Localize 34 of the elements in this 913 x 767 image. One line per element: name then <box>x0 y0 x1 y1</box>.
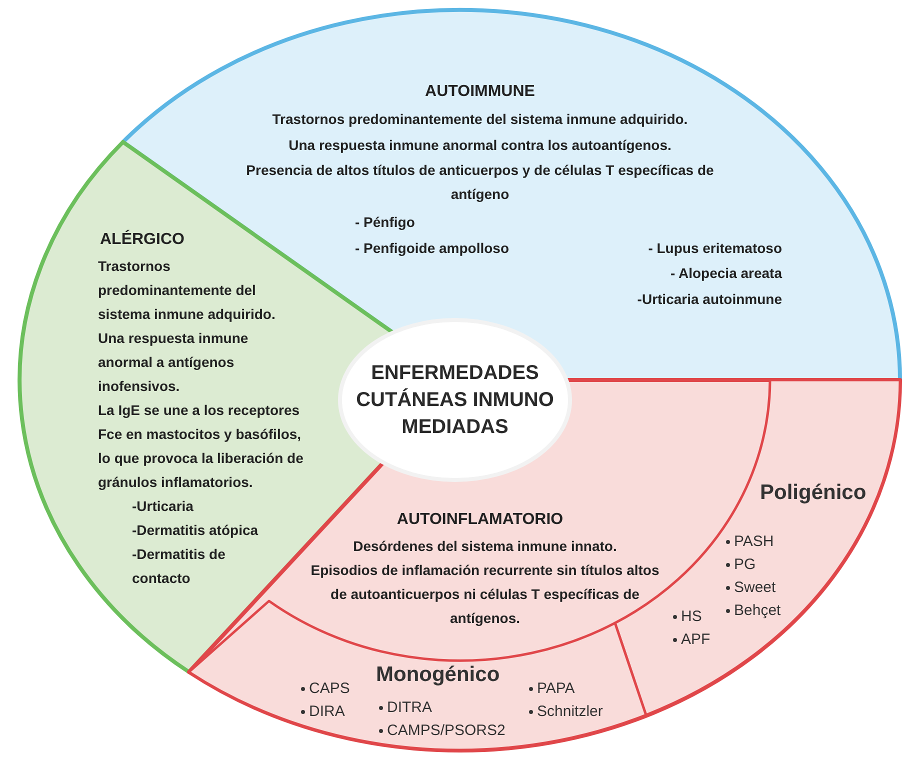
list-item: PAPA <box>528 677 575 700</box>
heading: Poligénico <box>760 480 868 506</box>
heading: AUTOINFLAMATORIO <box>396 510 564 530</box>
list-item: Schnitzler <box>528 700 603 723</box>
description-text: Presencia de altos títulos de anticuerpos y de células T específicas de antígeno <box>245 161 715 204</box>
description-text: -Dermatitis de contacto <box>132 545 226 588</box>
list-item: DIRA <box>300 700 345 723</box>
description-text: - Alopecia areata <box>669 264 782 283</box>
list-item: HS <box>672 605 702 628</box>
list-item: Sweet <box>725 576 776 599</box>
description-text: Trastornos predominantemente del sistema inmune adquirido. <box>271 110 689 129</box>
list-item: PASH <box>725 530 774 553</box>
list-item: CAMPS/PSORS2 <box>378 719 506 742</box>
heading: ALÉRGICO <box>100 228 186 250</box>
description-text: Una respuesta inmune anormal a antígenos inofensivos. <box>98 329 250 396</box>
description-text: Una respuesta inmune anormal contra los autoantígenos. <box>288 136 672 155</box>
description-text: La IgE se une a los receptores Fce en mastocitos y basófilos, lo que provoca la liberación de gránulos inflamatorios. <box>98 401 304 492</box>
heading: AUTOIMMUNE <box>424 82 536 102</box>
heading: Monogénico <box>376 662 501 688</box>
description-text: Desórdenes del sistema inmune innato. <box>352 537 618 556</box>
title-text: ENFERMEDADES CUTÁNEAS INMUNO MEDIADAS <box>355 361 555 440</box>
description-text: - Pénfigo <box>355 213 416 232</box>
list-item: PG <box>725 553 756 576</box>
list-item: APF <box>672 628 710 651</box>
description-text: - Penfigoide ampolloso <box>355 239 510 258</box>
description-text: -Urticaria <box>132 497 194 516</box>
list-item: DITRA <box>378 696 432 719</box>
description-text: Episodios de inflamación recurrente sin títulos altos de autoanticuerpos ni células T específicas de antígenos. <box>310 561 660 628</box>
description-text: - Lupus eritematoso <box>647 239 782 258</box>
list-item: CAPS <box>300 677 350 700</box>
description-text: -Urticaria autoinmune <box>636 290 782 309</box>
description-text: -Dermatitis atópica <box>132 521 260 540</box>
list-item: Behçet <box>725 599 781 622</box>
description-text: Trastornos predominantemente del sistema inmune adquirido. <box>98 257 276 324</box>
